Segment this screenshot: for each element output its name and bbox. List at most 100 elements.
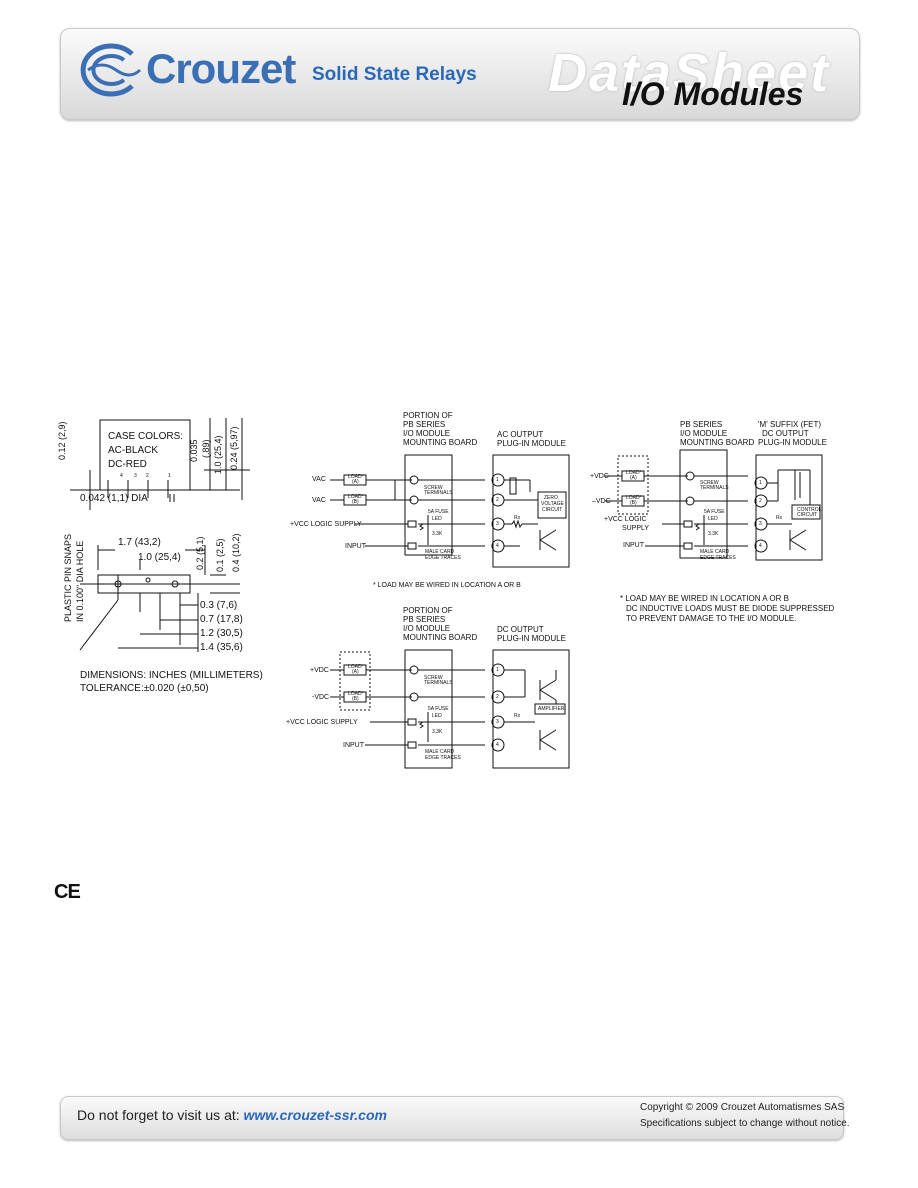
fet-note-line2: DC INDUCTIVE LOADS MUST BE DIODE SUPPRES… xyxy=(626,604,835,613)
fet-note-line3: TO PREVENT DAMAGE TO THE I/O MODULE. xyxy=(626,614,797,623)
ac-load-b: LOAD* xyxy=(348,494,364,500)
fet-edge-line2: EDGE TRACES xyxy=(700,555,736,561)
dim-10-horizontal: 1.0 (25,4) xyxy=(138,552,181,563)
fet-module-line3: PLUG-IN MODULE xyxy=(758,438,827,447)
ac-load-b-sub: (B) xyxy=(352,499,359,505)
fet-screw-line1: SCREW xyxy=(700,480,719,486)
dc-led: LED xyxy=(432,713,442,719)
ac-vac2-label: VAC xyxy=(312,497,326,504)
ce-mark: CE xyxy=(54,881,81,903)
dc-vcc-label: +VCC LOGIC SUPPLY xyxy=(286,719,358,726)
dc-load-a-sub: (A) xyxy=(352,669,359,675)
dim-17: 1.7 (43,2) xyxy=(118,537,161,548)
footer-visit-text: Do not forget to visit us at: xyxy=(77,1107,244,1123)
fet-fuse: 5A FUSE xyxy=(704,509,725,515)
header-banner xyxy=(60,28,860,120)
ac-edge-line2: EDGE TRACES xyxy=(425,555,461,561)
case-colors-title: CASE COLORS: xyxy=(108,431,184,442)
ac-portion-line4: MOUNTING BOARD xyxy=(403,438,478,447)
fet-vdc-pos-label: +VDC xyxy=(590,473,609,480)
dc-edge-line2: EDGE TRACES xyxy=(425,755,461,761)
dc-module-line1: DC OUTPUT xyxy=(497,625,544,634)
brand-name: Crouzet xyxy=(146,45,296,92)
footer-bar xyxy=(60,1096,844,1140)
ac-vac1-label: VAC xyxy=(312,476,326,483)
footer-website-link[interactable]: www.crouzet-ssr.com xyxy=(243,1107,387,1123)
ac-rx: Rx xyxy=(514,515,521,521)
crouzet-logo-icon xyxy=(80,43,142,97)
ac-note: * LOAD MAY BE WIRED IN LOCATION A OR B xyxy=(373,582,521,589)
dc-module-line2: PLUG-IN MODULE xyxy=(497,634,566,643)
dim-0035: 0.035 xyxy=(189,439,199,462)
fet-module-line1: 'M' SUFFIX (FET) xyxy=(758,420,822,429)
dim-01: 0.1 (2,5) xyxy=(215,538,225,572)
fet-edge-line1: MALE CARD xyxy=(700,549,730,555)
footer-copyright: Copyright © 2009 Crouzet Automatismes SA… xyxy=(640,1102,845,1113)
fet-portion-line3: MOUNTING BOARD xyxy=(680,438,755,447)
ac-module-line2: PLUG-IN MODULE xyxy=(497,439,566,448)
fet-control-line1: CONTROL xyxy=(797,507,822,513)
dc-screw-line1: SCREW xyxy=(424,675,443,681)
header-subtitle: Solid State Relays xyxy=(312,64,477,85)
section-title: I/O Modules xyxy=(622,76,804,112)
case-color-dc: DC-RED xyxy=(108,459,147,470)
ac-fuse: 5A FUSE xyxy=(428,509,449,515)
pin-snaps-line1: PLASTIC PIN SNAPS xyxy=(63,533,73,622)
fet-vdc-neg-label: –VDC xyxy=(592,498,611,505)
fet-control-line2: CIRCUIT xyxy=(797,512,818,518)
tolerance-note: TOLERANCE:±0.020 (±0,50) xyxy=(80,683,209,694)
fet-terminal-1: 1 xyxy=(759,480,762,486)
dc-terminal-4: 4 xyxy=(496,742,499,748)
dc-portion-line4: MOUNTING BOARD xyxy=(403,633,478,642)
dc-load-b-sub: (B) xyxy=(352,696,359,702)
dc-portion-line1: PORTION OF xyxy=(403,606,453,615)
fet-input-label: INPUT xyxy=(623,542,644,549)
ac-zero-line2: VOLTAGE xyxy=(541,501,564,507)
dc-terminal-3: 3 xyxy=(496,719,499,725)
ac-terminal-3: 3 xyxy=(496,521,499,527)
footer-spec-note: Specifications subject to change without… xyxy=(640,1118,850,1129)
fet-screw-line2: TERMINALS xyxy=(700,485,729,491)
fet-terminal-3: 3 xyxy=(759,521,762,527)
footer-visit: Do not forget to visit us at: www.crouze… xyxy=(77,1107,387,1123)
datasheet-watermark: DataSheet xyxy=(548,43,831,103)
fet-note-line1: * LOAD MAY BE WIRED IN LOCATION A OR B xyxy=(620,594,789,603)
fet-load-a-sub: (A) xyxy=(630,475,637,481)
ac-portion-line1: PORTION OF xyxy=(403,411,453,420)
ac-screw-line2: TERMINALS xyxy=(424,490,453,496)
dim-07: 0.7 (17,8) xyxy=(200,614,243,625)
dim-04: 0.4 (10,2) xyxy=(231,533,241,572)
ac-edge-line1: MALE CARD xyxy=(425,549,455,555)
dim-12: 1.2 (30,5) xyxy=(200,628,243,639)
fet-led: LED xyxy=(708,516,718,522)
fet-load-a: LOAD* xyxy=(626,470,642,476)
units-note: DIMENSIONS: INCHES (MILLIMETERS) xyxy=(80,670,263,681)
ac-vcc-label: +VCC LOGIC SUPPLY xyxy=(290,521,362,528)
dim-02: 0.2 (5,1) xyxy=(195,536,205,570)
fet-res: 3.3K xyxy=(708,531,719,537)
dim-012: 0.12 (2,9) xyxy=(57,421,67,460)
ac-module-line1: AC OUTPUT xyxy=(497,430,544,439)
fet-rx: Rx xyxy=(776,515,783,521)
pin-label-2: 2 xyxy=(146,473,149,479)
fet-terminal-2: 2 xyxy=(759,498,762,504)
fet-load-b-sub: (B) xyxy=(630,500,637,506)
fet-vcc-line2: SUPPLY xyxy=(622,525,650,532)
dc-input-label: INPUT xyxy=(343,742,364,749)
ac-portion-line2: PB SERIES xyxy=(403,420,446,429)
dc-edge-line1: MALE CARD xyxy=(425,749,455,755)
dc-terminal-2: 2 xyxy=(496,694,499,700)
ac-zero-line1: ZERO xyxy=(544,495,558,501)
fet-vcc-line1: +VCC LOGIC xyxy=(604,516,647,523)
dc-screw-line2: TERMINALS xyxy=(424,680,453,686)
dim-dia: 0.042 (1,1) DIA xyxy=(80,493,148,504)
ac-led: LED xyxy=(432,516,442,522)
dc-vdc-pos-label: +VDC xyxy=(310,667,329,674)
fet-load-b: LOAD* xyxy=(626,495,642,501)
ac-res: 3.3K xyxy=(432,531,443,537)
dc-terminal-1: 1 xyxy=(496,667,499,673)
dc-res: 3.3K xyxy=(432,729,443,735)
ac-input-label: INPUT xyxy=(345,543,366,550)
ac-portion-line3: I/O MODULE xyxy=(403,429,451,438)
dim-14: 1.4 (35,6) xyxy=(200,642,243,653)
